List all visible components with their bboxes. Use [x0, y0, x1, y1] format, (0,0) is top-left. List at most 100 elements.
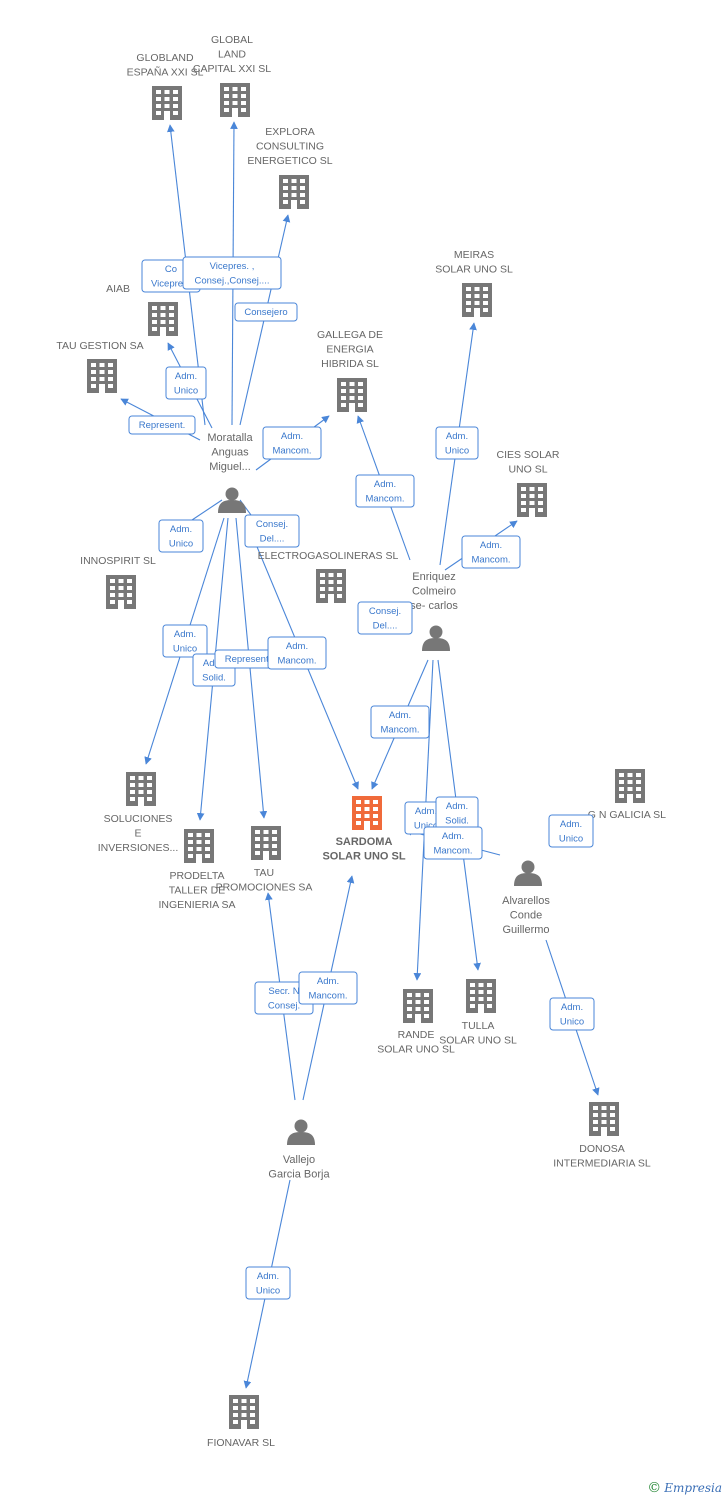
relation-text: Consej.: [268, 1001, 300, 1012]
footer-brand[interactable]: ©Empresia: [647, 1480, 722, 1496]
node-innospirit[interactable]: INNOSPIRIT SL: [80, 555, 156, 609]
node-label: SOLUCIONES: [104, 813, 173, 825]
person-icon: [514, 860, 542, 886]
node-moratalla[interactable]: MoratallaAnguasMiguel...: [207, 432, 253, 513]
node-globland[interactable]: GLOBLAND ESPAÑA XXI SL: [127, 52, 204, 120]
relation-text: Consejero: [244, 307, 287, 318]
node-label: ESPAÑA XXI SL: [127, 66, 204, 79]
node-label: TAU: [254, 867, 274, 879]
node-label: Conde: [510, 910, 542, 922]
relation-label[interactable]: Adm.Mancom.: [262, 426, 322, 460]
node-aiab[interactable]: AIAB: [106, 283, 178, 336]
node-label: PRODELTA: [169, 870, 224, 882]
relation-label[interactable]: Vicepres. ,Consej.,Consej....: [182, 256, 282, 290]
brand-logo: Empresia: [664, 1481, 722, 1495]
relation-text: Mancom.: [308, 991, 347, 1002]
relation-text: Solid.: [445, 816, 469, 827]
node-label: E: [134, 828, 141, 840]
relation-text: Mancom.: [433, 846, 472, 857]
relation-text: Adm.: [175, 371, 197, 382]
relation-label[interactable]: Adm.Mancom.: [370, 705, 430, 739]
node-label: MEIRAS: [454, 249, 494, 261]
relation-label[interactable]: Adm.Mancom.: [298, 971, 358, 1005]
relation-label[interactable]: Adm.Unico: [549, 997, 595, 1031]
building-icon: [152, 86, 182, 120]
node-label: DONOSA: [579, 1143, 625, 1155]
relation-label[interactable]: Adm. Mancom.: [461, 535, 521, 569]
relation-text: Adm.: [480, 540, 502, 551]
node-gngalicia[interactable]: G N GALICIA SL: [588, 769, 666, 821]
node-label: RANDE: [398, 1029, 435, 1041]
node-fionavar[interactable]: FIONAVAR SL: [207, 1395, 275, 1449]
relation-label[interactable]: Adm.Unico: [435, 426, 479, 460]
copyright-icon: ©: [647, 1480, 662, 1496]
relation-label[interactable]: Consej.Del....: [357, 601, 413, 635]
building-icon: [517, 483, 547, 517]
relation-label[interactable]: Adm.Mancom.: [267, 636, 327, 670]
node-label: Colmeiro: [412, 586, 456, 598]
node-label: TULLA: [462, 1020, 495, 1032]
node-label: ELECTROGASOLINERAS SL: [258, 550, 399, 562]
node-label: LAND: [218, 49, 246, 61]
node-label: INNOSPIRIT SL: [80, 555, 156, 567]
node-label: FIONAVAR SL: [207, 1437, 275, 1449]
relation-label[interactable]: Adm.Mancom.: [423, 826, 483, 860]
building-icon: [466, 979, 496, 1013]
relation-text: Unico: [560, 1017, 584, 1028]
relation-text: Represent.: [139, 420, 185, 431]
relation-label[interactable]: Represent.: [128, 415, 196, 435]
node-label: SOLAR UNO SL: [377, 1044, 455, 1056]
node-label: SOLAR UNO SL: [322, 851, 405, 863]
relation-text: Solid.: [202, 673, 226, 684]
node-label: EXPLORA: [265, 126, 315, 138]
relation-label[interactable]: Adm.Unico: [165, 366, 207, 400]
building-icon: [220, 83, 250, 117]
node-rande[interactable]: RANDE SOLAR UNO SL: [377, 989, 455, 1056]
relation-label[interactable]: Adm.Unico: [548, 814, 594, 848]
building-icon: [126, 772, 156, 806]
relation-label[interactable]: Adm.Solid.: [435, 796, 479, 830]
node-electro[interactable]: ELECTROGASOLINERAS SL: [258, 550, 399, 603]
node-label: HIBRIDA SL: [321, 358, 379, 370]
node-label: CIES SOLAR: [496, 449, 559, 461]
relation-text: Del....: [373, 621, 398, 632]
edges-layer: [120, 121, 600, 1389]
relation-text: Mancom.: [272, 446, 311, 457]
node-soluciones[interactable]: SOLUCIONESEINVERSIONES...: [98, 772, 179, 854]
relation-label[interactable]: Adm.Unico: [162, 624, 208, 658]
building-icon: [589, 1102, 619, 1136]
node-label: G N GALICIA SL: [588, 809, 666, 821]
relation-label[interactable]: Adm.Mancom.: [355, 474, 415, 508]
node-label: Vallejo: [283, 1154, 315, 1166]
building-icon: [462, 283, 492, 317]
node-label: CONSULTING: [256, 141, 324, 153]
relation-text: Adm.: [203, 658, 225, 669]
relation-label[interactable]: Consejero: [234, 302, 298, 322]
relation-text: Adm.: [174, 629, 196, 640]
relation-label[interactable]: Consej.Del....: [244, 514, 300, 548]
node-tau-gestion[interactable]: TAU GESTION SA: [56, 340, 144, 393]
node-label: GLOBLAND: [136, 52, 194, 64]
relation-label[interactable]: Adm.Unico: [158, 519, 204, 553]
relation-text: Consej.,Consej....: [195, 276, 270, 287]
relation-label[interactable]: Adm.Unico: [245, 1266, 291, 1300]
node-label: se- carlos: [410, 600, 458, 612]
building-icon: [279, 175, 309, 209]
node-label: ENERGIA: [326, 344, 373, 356]
relation-text: Mancom.: [471, 555, 510, 566]
building-icon: [337, 378, 367, 412]
